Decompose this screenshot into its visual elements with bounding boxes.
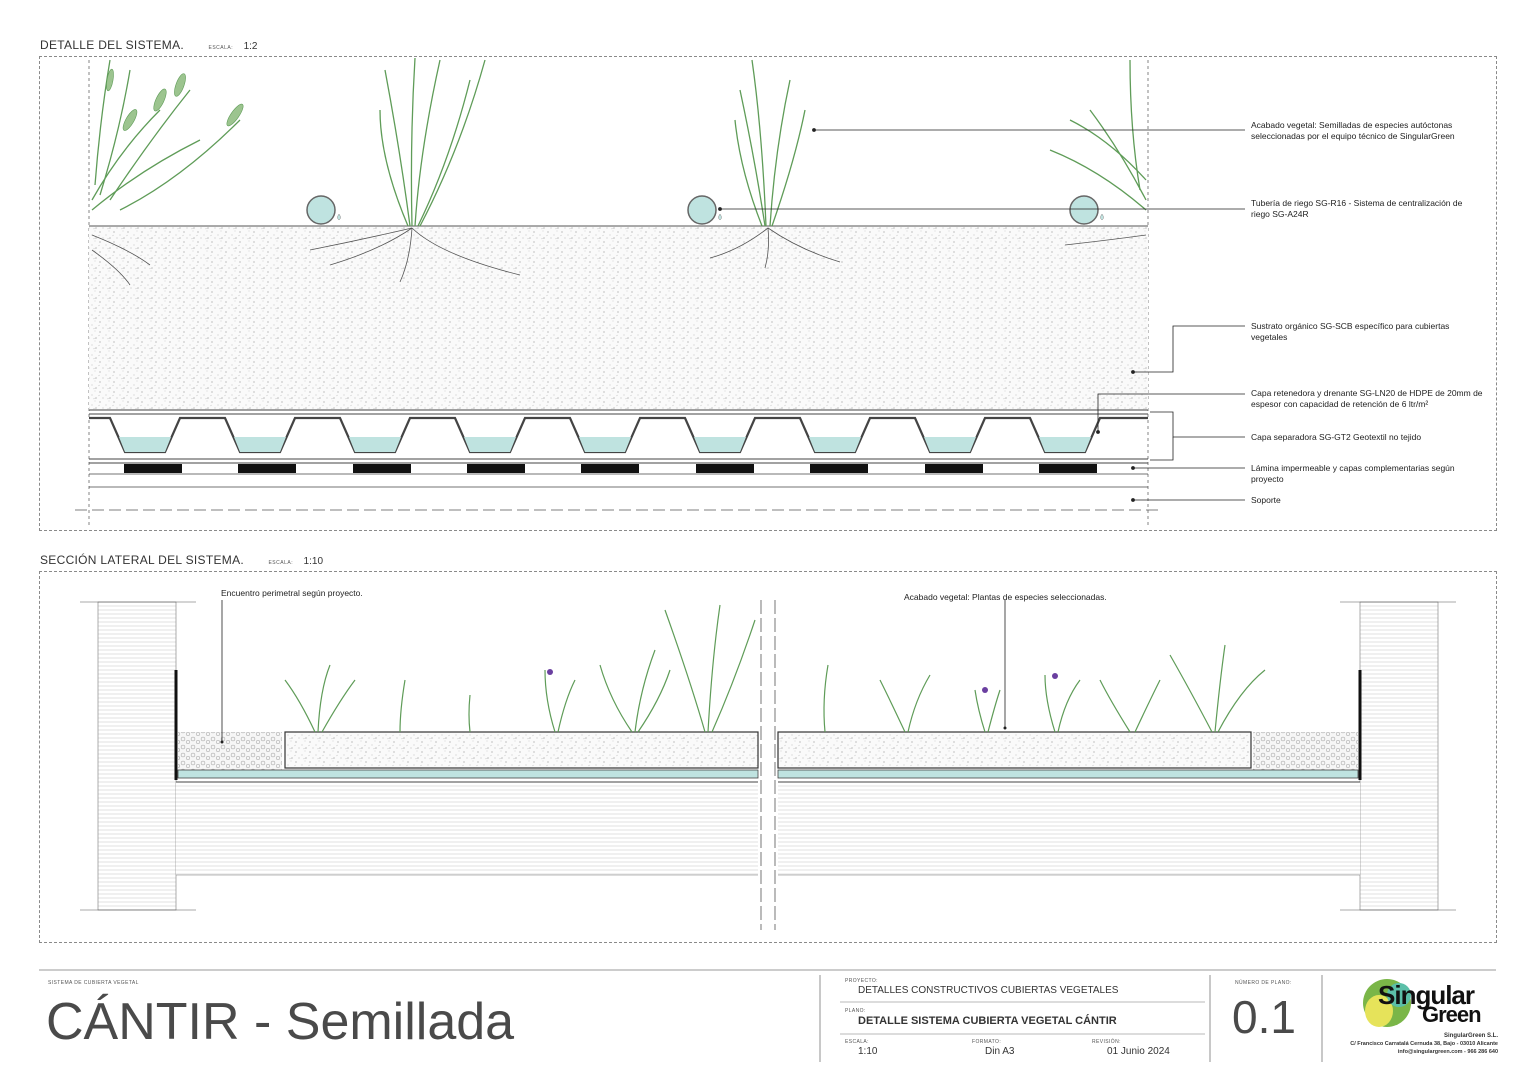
system-label: SISTEMA DE CUBIERTA VEGETAL: [48, 980, 139, 986]
label-tuberia-riego: Tubería de riego SG-R16 - Sistema de cen…: [1251, 198, 1463, 219]
scale-label: ESCALA:: [845, 1039, 869, 1045]
plan-number: 0.1: [1232, 991, 1296, 1043]
company-contact: info@singulargreen.com - 966 286 640: [1397, 1049, 1498, 1055]
scale-value: 1:10: [858, 1046, 878, 1057]
label-lamina: Lámina impermeable y capas complementari…: [1251, 463, 1455, 484]
format-value: Din A3: [985, 1046, 1015, 1057]
detail-frame: [39, 56, 1497, 531]
seeded-plants: [91, 57, 1147, 227]
leader-lines: [718, 128, 1245, 502]
format-label: FORMATO:: [972, 1039, 1002, 1045]
roots: [91, 227, 1147, 286]
label-capa-retenedora: Capa retenedora y drenante SG-LN20 de HD…: [1251, 388, 1483, 409]
section-header: SECCIÓN LATERAL DEL SISTEMA. ESCALA: 1:1…: [40, 551, 323, 569]
label-acabado-vegetal: Acabado vegetal: Semilladas de especies …: [1251, 120, 1455, 141]
singulargreen-logo: [1363, 979, 1411, 1027]
section-title: SECCIÓN LATERAL DEL SISTEMA.: [40, 553, 245, 567]
label-acabado-plantas: Acabado vegetal: Plantas de especies sel…: [904, 592, 1107, 602]
label-soporte: Soporte: [1251, 495, 1281, 505]
section-plants: [284, 604, 1266, 733]
detail-header: DETALLE DEL SISTEMA. ESCALA: 1:2: [40, 36, 257, 54]
label-capa-separadora: Capa separadora SG-GT2 Geotextil no teji…: [1251, 432, 1422, 442]
revision-value: 01 Junio 2024: [1107, 1046, 1170, 1057]
company-address: C/ Francisco Carratalá Cernuda 38, Bajo …: [1350, 1041, 1498, 1047]
revision-label: REVISIÓN:: [1092, 1039, 1121, 1045]
logo-text-2: Green: [1422, 1002, 1482, 1027]
detail-title: DETALLE DEL SISTEMA.: [40, 38, 185, 52]
detail-scale-label: ESCALA:: [208, 45, 234, 51]
plan-label: PLANO:: [845, 1008, 866, 1014]
section-scale-value: 1:10: [303, 556, 324, 567]
substrate-layer: [89, 226, 1148, 410]
plan-value: DETALLE SISTEMA CUBIERTA VEGETAL CÁNTIR: [858, 1015, 1117, 1027]
system-name: CÁNTIR - Semillada: [46, 993, 515, 1051]
section-scale-label: ESCALA:: [268, 560, 294, 566]
project-label: PROYECTO:: [845, 978, 878, 984]
section-frame: [39, 571, 1497, 943]
label-sustrato: Sustrato orgánico SG-SCB específico para…: [1251, 321, 1450, 342]
irrigation-pipes: [306, 195, 1104, 225]
detail-scale-value: 1:2: [243, 41, 258, 52]
project-value: DETALLES CONSTRUCTIVOS CUBIERTAS VEGETAL…: [858, 985, 1119, 996]
label-encuentro-perimetral: Encuentro perimetral según proyecto.: [221, 588, 363, 598]
logo-text-1: Singular: [1378, 980, 1475, 1010]
plan-number-label: NÚMERO DE PLANO:: [1235, 980, 1292, 986]
company-name: SingularGreen S.L.: [1443, 1033, 1498, 1039]
water-retention: [119, 437, 1091, 452]
membrane-blocks: [124, 464, 1097, 473]
